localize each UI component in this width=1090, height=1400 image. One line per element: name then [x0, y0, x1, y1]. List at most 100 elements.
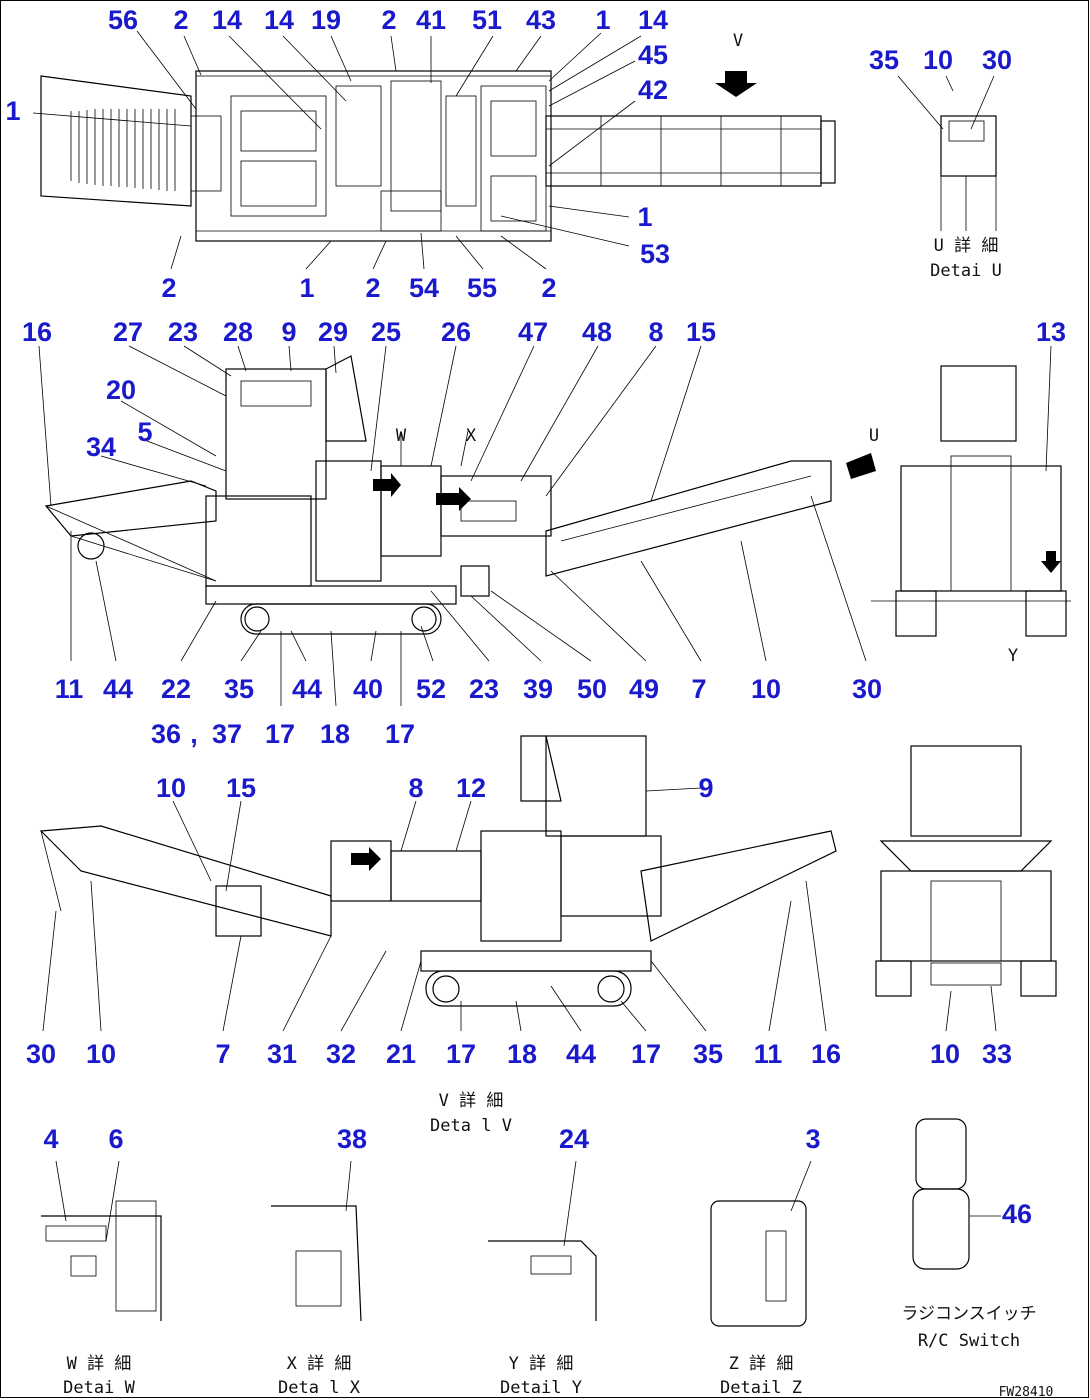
detail-y	[488, 1160, 597, 1321]
callout-right-side-6: 10	[86, 1039, 116, 1069]
callout-left-side-19: 44	[292, 674, 322, 704]
callout-top-view-11: 45	[638, 40, 668, 70]
callout-left-side-32: 17	[265, 719, 295, 749]
callout-right-side-10: 21	[386, 1039, 416, 1069]
callout-left-side-2: 23	[168, 317, 198, 347]
detail-u	[897, 75, 997, 231]
callout-left-side-6: 25	[371, 317, 401, 347]
callout-top-view-17: 1	[299, 273, 314, 303]
callout-right-side-8: 31	[267, 1039, 297, 1069]
callout-right-side-5: 30	[26, 1039, 56, 1069]
callout-left-side-1: 27	[113, 317, 143, 347]
callout-right-side-9: 32	[326, 1039, 356, 1069]
callout-top-view-7: 51	[472, 5, 502, 35]
detail-v-en-label: Deta l V	[430, 1116, 512, 1136]
callout-left-side-26: 7	[691, 674, 706, 704]
callout-right-side-13: 44	[566, 1039, 596, 1069]
callout-left-side-10: 8	[648, 317, 663, 347]
callout-right-side-1: 15	[226, 773, 256, 803]
callout-top-view-18: 2	[365, 273, 380, 303]
callout-right-side-2: 8	[408, 773, 423, 803]
callout-top-view-10: 14	[638, 5, 668, 35]
rc-jp-label: ラジコンスイッチ	[901, 1304, 1036, 1324]
callout-left-side-34: 17	[385, 719, 415, 749]
callout-detail-y-0: 24	[559, 1124, 589, 1154]
callout-left-side-24: 50	[577, 674, 607, 704]
callout-left-side-25: 49	[629, 674, 659, 704]
detail-u-jp-label: U 詳 細	[934, 236, 999, 256]
detail-x-jp-label: X 詳 細	[287, 1354, 352, 1374]
detail-y-en-label: Detail Y	[500, 1378, 582, 1398]
callout-left-side-15: 11	[55, 674, 84, 704]
callout-top-view-12: 42	[638, 75, 668, 105]
callout-right-side-4: 9	[698, 773, 713, 803]
callout-left-side-9: 48	[582, 317, 612, 347]
callout-top-view-14: 1	[637, 202, 652, 232]
callout-top-view-2: 14	[212, 5, 242, 35]
right-side-view	[39, 735, 837, 1032]
detail-u-en-label: Detai U	[930, 261, 1002, 281]
callout-left-side-3: 28	[223, 317, 253, 347]
front-view	[875, 745, 1057, 1032]
callout-left-side-17: 22	[161, 674, 191, 704]
detail-x	[271, 1160, 362, 1322]
callout-left-side-22: 23	[469, 674, 499, 704]
callout-detail-x-0: 38	[337, 1124, 367, 1154]
callout-right-side-11: 17	[446, 1039, 476, 1069]
callout-top-view-13: 1	[5, 96, 20, 126]
detail-z-en-label: Detail Z	[720, 1378, 802, 1398]
callout-left-side-7: 26	[441, 317, 471, 347]
callout-left-side-31: 37	[212, 719, 242, 749]
callout-top-view-21: 2	[541, 273, 556, 303]
callout-top-view-9: 1	[595, 5, 610, 35]
callout-left-side-13: 34	[86, 432, 116, 462]
callout-left-side-28: 30	[852, 674, 882, 704]
rear-view	[846, 345, 1071, 637]
callout-right-side-16: 11	[754, 1039, 783, 1069]
detail-z	[710, 1160, 812, 1327]
callout-top-view-15: 53	[640, 239, 670, 269]
callout-top-view-20: 55	[467, 273, 497, 303]
callout-front-view-0: 10	[930, 1039, 960, 1069]
callout-right-side-12: 18	[507, 1039, 537, 1069]
callout-detail-u-1: 10	[923, 45, 953, 75]
callout-left-side-8: 47	[518, 317, 548, 347]
arrow-w-label: W	[396, 426, 407, 446]
callout-left-side-20: 40	[353, 674, 383, 704]
callout-left-side-30: ,	[190, 719, 198, 749]
callout-detail-u-0: 35	[869, 45, 899, 75]
callout-right-side-7: 7	[215, 1039, 230, 1069]
callout-top-view-0: 56	[108, 5, 138, 35]
callout-right-side-14: 17	[631, 1039, 661, 1069]
callout-detail-w-0: 4	[43, 1124, 58, 1154]
detail-v-jp-label: V 詳 細	[439, 1091, 504, 1111]
callout-right-side-0: 10	[156, 773, 186, 803]
callout-left-side-16: 44	[103, 674, 133, 704]
drawing-code-label: FW28410	[999, 1385, 1054, 1400]
callout-top-view-6: 41	[416, 5, 446, 35]
callout-top-view-16: 2	[161, 273, 176, 303]
detail-w	[41, 1160, 162, 1321]
callout-top-view-8: 43	[526, 5, 556, 35]
callout-detail-u-2: 30	[982, 45, 1012, 75]
callout-left-side-29: 36	[151, 719, 181, 749]
callout-right-side-15: 35	[693, 1039, 723, 1069]
callout-top-view-4: 19	[311, 5, 341, 35]
callout-left-side-5: 29	[318, 317, 348, 347]
callout-left-side-18: 35	[224, 674, 254, 704]
left-side-view	[38, 345, 867, 707]
callout-top-view-1: 2	[173, 5, 188, 35]
callout-left-side-33: 18	[320, 719, 350, 749]
detail-w-jp-label: W 詳 細	[67, 1354, 132, 1374]
callout-left-side-23: 39	[523, 674, 553, 704]
view-v-arrow-label: V	[733, 31, 743, 51]
detail-y-jp-label: Y 詳 細	[509, 1354, 574, 1374]
callout-top-view-3: 14	[264, 5, 294, 35]
callout-top-view-5: 2	[381, 5, 396, 35]
callout-left-side-4: 9	[281, 317, 296, 347]
callout-detail-z-0: 3	[805, 1124, 820, 1154]
callout-left-side-11: 15	[686, 317, 716, 347]
callout-top-view-19: 54	[409, 273, 439, 303]
detail-w-en-label: Detai W	[63, 1378, 135, 1398]
